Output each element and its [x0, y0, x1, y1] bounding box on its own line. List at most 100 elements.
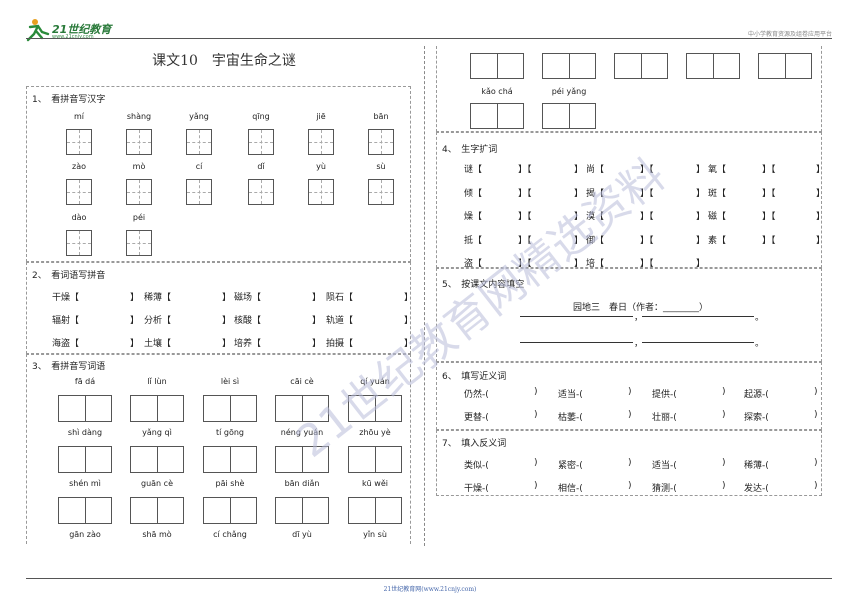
- expand-field[interactable]: 】【: [762, 212, 776, 222]
- expand-field[interactable]: 】【: [640, 165, 654, 175]
- word-label: 稀薄【: [144, 293, 172, 303]
- bracket-close: 】: [312, 316, 322, 326]
- paren-close: ): [628, 410, 632, 420]
- char-box[interactable]: [308, 129, 334, 155]
- expand-field[interactable]: 】【: [518, 188, 532, 199]
- section-antonyms: [436, 430, 822, 496]
- char-box[interactable]: [308, 179, 334, 205]
- paren-close: ): [722, 387, 726, 397]
- word-box[interactable]: [203, 497, 257, 524]
- bracket-close: 】: [404, 316, 414, 326]
- expand-field[interactable]: 氧【: [708, 165, 727, 175]
- word-label: 分析【: [144, 316, 172, 326]
- word-box[interactable]: [203, 395, 257, 422]
- expand-field[interactable]: 培【: [586, 259, 605, 269]
- expand-field[interactable]: 】【: [518, 259, 532, 269]
- char-box[interactable]: [126, 179, 152, 205]
- blank-line[interactable]: [520, 342, 633, 343]
- word-box[interactable]: [758, 53, 812, 79]
- word-label: 类似-(: [464, 461, 489, 471]
- expand-field[interactable]: 谜【: [464, 165, 483, 175]
- char-box[interactable]: [66, 179, 92, 205]
- word-label: 海盗【: [52, 339, 80, 349]
- word-box[interactable]: [614, 53, 668, 79]
- section-pinyin-to-hanzi: [26, 86, 411, 262]
- expand-field[interactable]: 斑【: [708, 188, 727, 199]
- comma: ，: [634, 313, 644, 323]
- word-box[interactable]: [58, 446, 112, 473]
- char-box[interactable]: [66, 129, 92, 155]
- word-box[interactable]: [348, 497, 402, 524]
- word-box[interactable]: [130, 446, 184, 473]
- word-label: 更替-(: [464, 413, 489, 423]
- pinyin-label: dǐ: [257, 162, 265, 171]
- word-label: 磁场【: [234, 293, 262, 303]
- expand-field[interactable]: 】【: [640, 212, 654, 222]
- pinyin-label: gān zào: [69, 530, 101, 539]
- word-label: 辐射【: [52, 316, 80, 326]
- char-box[interactable]: [248, 179, 274, 205]
- word-box[interactable]: [203, 446, 257, 473]
- char-box[interactable]: [368, 129, 394, 155]
- expand-field[interactable]: 】【: [762, 235, 776, 246]
- expand-field[interactable]: 燥【: [464, 212, 483, 222]
- word-box[interactable]: [348, 446, 402, 473]
- expand-field[interactable]: 倾【: [464, 188, 483, 199]
- pinyin-label: guān cè: [141, 479, 173, 488]
- pinyin-label: yǎng: [189, 112, 209, 121]
- paren-close: ): [628, 458, 632, 468]
- word-label: 培养【: [234, 339, 262, 349]
- word-box[interactable]: [275, 446, 329, 473]
- paren-close: ): [722, 458, 726, 468]
- char-box[interactable]: [248, 129, 274, 155]
- expand-field[interactable]: 盗【: [464, 259, 483, 269]
- expand-field[interactable]: 尚【: [586, 165, 605, 175]
- expand-field[interactable]: 素【: [708, 235, 727, 246]
- word-box[interactable]: [542, 53, 596, 79]
- char-box[interactable]: [126, 129, 152, 155]
- char-box[interactable]: [66, 230, 92, 256]
- expand-field[interactable]: 漠【: [586, 212, 605, 222]
- blank-line[interactable]: [642, 316, 754, 317]
- word-box[interactable]: [686, 53, 740, 79]
- expand-field[interactable]: 御【: [586, 235, 605, 246]
- expand-field[interactable]: 抵【: [464, 235, 483, 246]
- word-box[interactable]: [58, 395, 112, 422]
- expand-field[interactable]: 】【: [762, 165, 776, 175]
- expand-field[interactable]: 】【: [518, 165, 532, 175]
- char-box[interactable]: [368, 179, 394, 205]
- paren-close: ): [534, 387, 538, 397]
- blank-line[interactable]: [520, 316, 633, 317]
- expand-field[interactable]: 】【: [640, 259, 654, 269]
- word-box[interactable]: [470, 53, 524, 79]
- expand-field[interactable]: 】【: [640, 235, 654, 246]
- word-box[interactable]: [58, 497, 112, 524]
- poem-prompt: 园地三 春日（作者：________）: [573, 303, 709, 313]
- expand-field[interactable]: 】【: [518, 235, 532, 246]
- expand-field[interactable]: 】【: [762, 188, 776, 199]
- section-character-expansion: [436, 132, 822, 268]
- expand-field: 】: [816, 235, 826, 246]
- expand-field[interactable]: 】【: [518, 212, 532, 222]
- word-box[interactable]: [470, 103, 524, 129]
- expand-field: 】: [816, 212, 826, 222]
- char-box[interactable]: [186, 179, 212, 205]
- pinyin-label: dī yù: [292, 530, 312, 539]
- word-box[interactable]: [130, 395, 184, 422]
- char-box[interactable]: [126, 230, 152, 256]
- word-box[interactable]: [130, 497, 184, 524]
- word-box[interactable]: [275, 497, 329, 524]
- bracket-close: 】: [130, 316, 140, 326]
- expand-field[interactable]: 磁【: [708, 212, 727, 222]
- expand-field[interactable]: 揭【: [586, 188, 605, 199]
- pinyin-label: fā dá: [74, 377, 96, 386]
- pinyin-label: cāi cè: [290, 377, 314, 386]
- blank-line[interactable]: [642, 342, 754, 343]
- expand-field[interactable]: 】【: [640, 188, 654, 199]
- char-box[interactable]: [186, 129, 212, 155]
- word-box[interactable]: [542, 103, 596, 129]
- word-box[interactable]: [275, 395, 329, 422]
- word-box[interactable]: [348, 395, 402, 422]
- paren-close: ): [722, 481, 726, 491]
- pinyin-label: cí chǎng: [213, 530, 247, 539]
